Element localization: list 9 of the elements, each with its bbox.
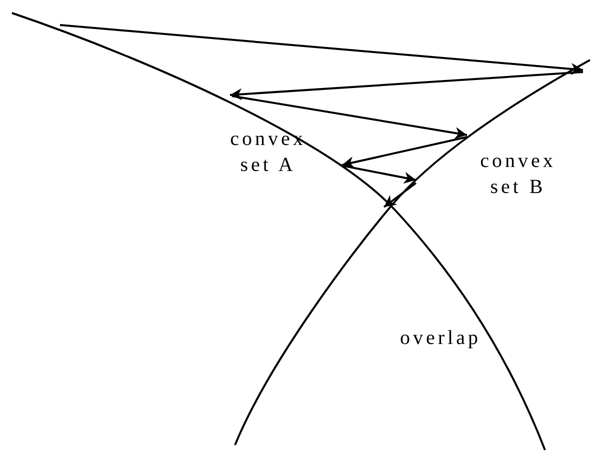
arrow bbox=[60, 24, 584, 75]
arrow bbox=[383, 182, 417, 208]
arrow bbox=[344, 165, 416, 184]
arrow bbox=[342, 136, 468, 168]
set-label: convex set B bbox=[479, 149, 557, 200]
set-label: convex set A bbox=[229, 127, 307, 178]
arrow bbox=[232, 95, 468, 139]
region-label: overlap bbox=[400, 326, 481, 351]
arrow bbox=[230, 71, 584, 100]
